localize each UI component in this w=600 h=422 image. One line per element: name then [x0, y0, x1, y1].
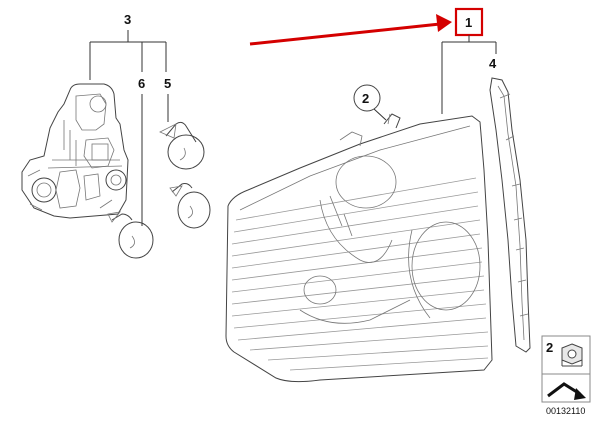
callout-6[interactable]: 6 — [138, 76, 145, 91]
bulb-drawing-middle — [169, 183, 211, 229]
callout-2[interactable]: 2 — [362, 91, 369, 106]
callout-2-circle — [353, 84, 381, 112]
bulb-drawing-upper — [159, 121, 205, 170]
callout-4[interactable]: 4 — [489, 56, 497, 71]
tail-lamp-drawing — [225, 113, 493, 383]
bulb-drawing-lower — [107, 211, 154, 259]
diagram-id: 00132110 — [546, 406, 585, 416]
nut-legend-box: 2 — [541, 335, 591, 375]
callout-1-leader — [441, 35, 497, 114]
arrow-legend-box — [541, 373, 591, 403]
gasket-drawing — [489, 77, 531, 353]
direction-arrow-icon — [547, 382, 586, 400]
hex-nut-icon — [561, 343, 583, 367]
legend-number: 2 — [546, 340, 553, 355]
bulb-holder-drawing — [21, 83, 129, 219]
red-arrow-icon — [249, 14, 452, 46]
callout-3[interactable]: 3 — [124, 12, 131, 27]
callout-2-leader — [373, 108, 387, 121]
callout-1[interactable]: 1 — [465, 15, 472, 30]
callout-3-leader — [89, 30, 167, 80]
callout-5[interactable]: 5 — [164, 76, 171, 91]
